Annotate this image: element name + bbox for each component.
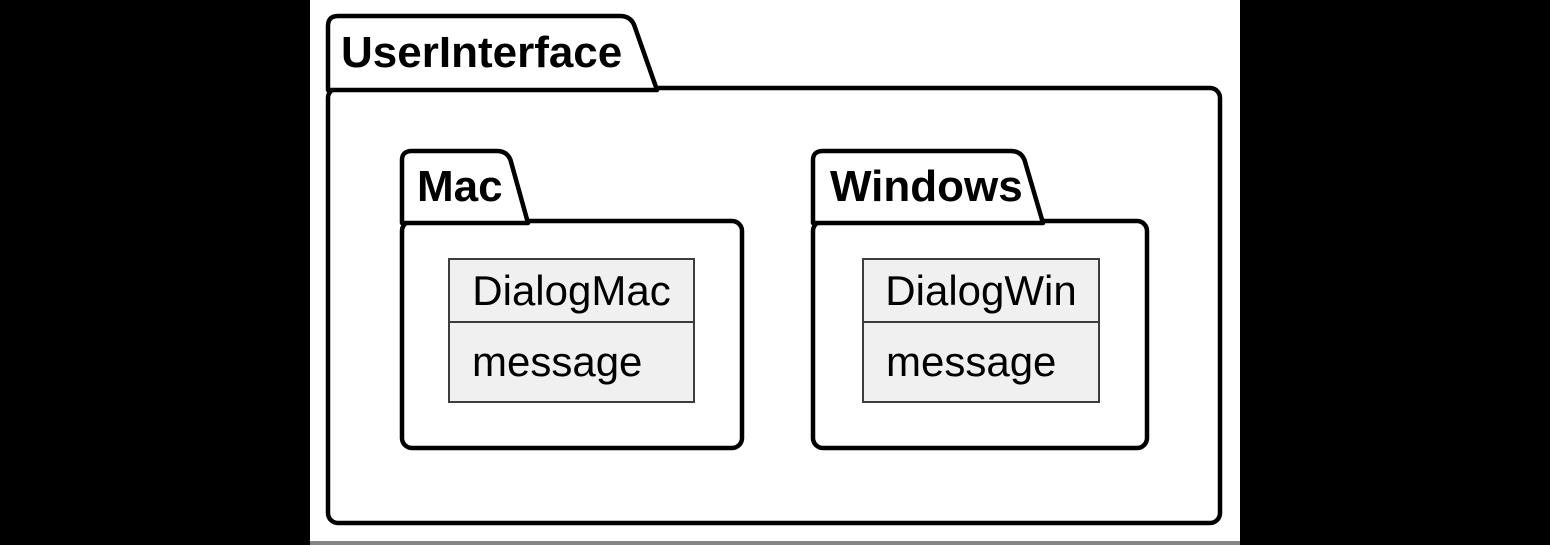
mac-package-label: Mac — [417, 162, 503, 211]
dialogwin-class-box: DialogWin message — [862, 258, 1100, 403]
letterbox-right-bar — [1240, 0, 1550, 545]
userinterface-package-tab — [325, 13, 660, 93]
windows-package-label: Windows — [830, 162, 1023, 211]
dialogwin-class-name: DialogWin — [864, 260, 1098, 323]
dialogmac-class-name: DialogMac — [450, 260, 693, 323]
dialogmac-attribute-message: message — [472, 338, 643, 385]
dialogwin-attribute-message: message — [886, 338, 1057, 385]
bottom-border-line — [310, 541, 1240, 545]
dialogmac-class-box: DialogMac message — [448, 258, 695, 403]
mac-package-tab — [399, 148, 531, 226]
userinterface-package-label: UserInterface — [341, 27, 623, 77]
letterbox-left-bar — [0, 0, 310, 545]
windows-package-tab — [810, 148, 1046, 226]
